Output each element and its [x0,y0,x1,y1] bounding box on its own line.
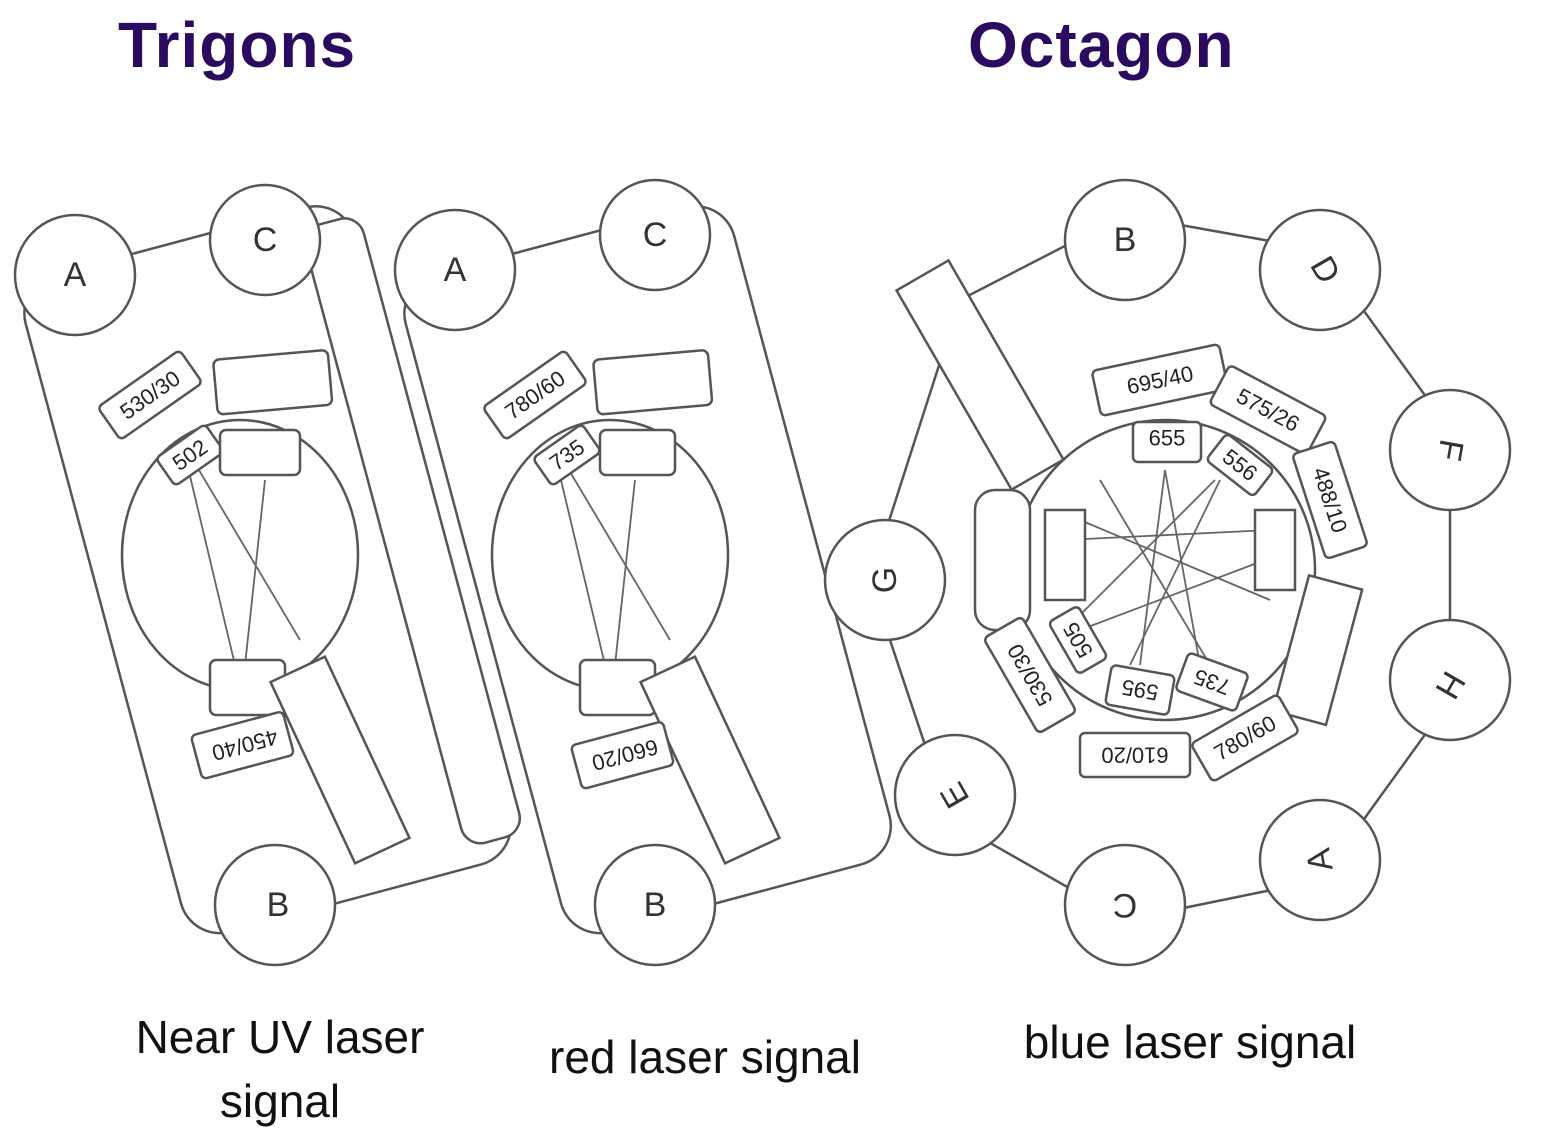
port-label: G [866,567,904,593]
port-label: B [644,886,667,924]
port-a-circle [1258,798,1382,922]
caption-blue: blue laser signal [1023,1016,1357,1068]
port-label: A [64,256,87,294]
trigons-title: Trigons [118,9,357,81]
octagon-title: Octagon [968,9,1235,81]
octagon-detector: B D F H A C E G 695/40 575/26 655 556 48… [823,178,1512,967]
port-a-circle [13,213,137,337]
filter-label: 610/20 [1101,743,1168,768]
trigon-near-uv: A C B 530/30 502 450/40 [13,183,522,967]
port-label: C [1113,886,1138,924]
trigon-red: A C B 780/60 735 660/20 [393,178,893,967]
filter-label: 655 [1149,426,1186,451]
port-label: B [1114,221,1137,259]
port-a-circle [393,208,517,332]
port-b-circle [593,843,717,967]
port-label: C [643,216,668,254]
port-g-circle [823,518,947,642]
port-f-circle [1388,388,1512,512]
port-c-circle [598,178,712,292]
port-h-circle [1388,618,1512,742]
caption-red: red laser signal [549,1031,861,1083]
port-b-circle [1063,178,1187,302]
port-label: B [267,886,290,924]
port-e-circle [893,733,1017,857]
port-c-circle [1063,843,1187,967]
port-b-circle [213,843,337,967]
port-label: C [253,221,278,259]
port-d-circle [1258,208,1382,332]
port-label: A [444,251,467,289]
port-c-circle [208,183,322,297]
caption-near-uv: Near UV laser signal [135,1011,425,1127]
